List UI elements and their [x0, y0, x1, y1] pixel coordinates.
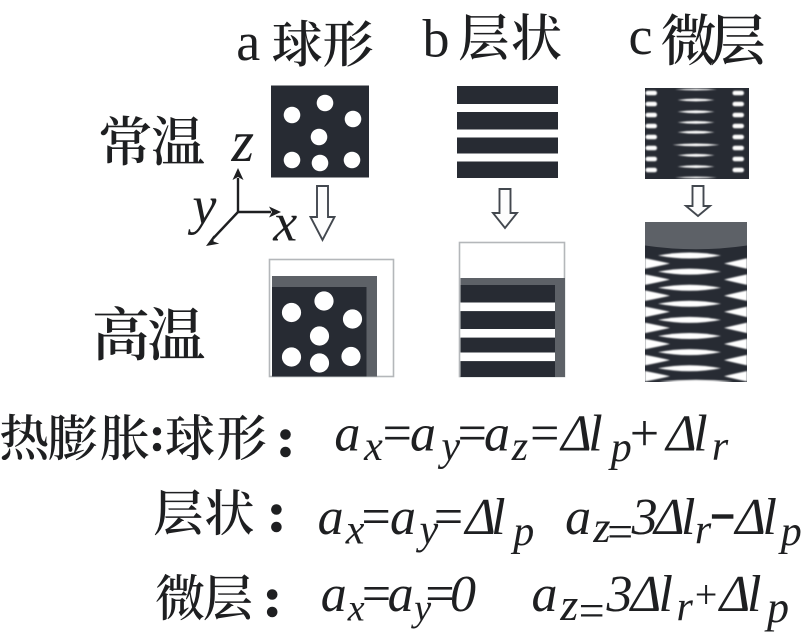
svg-text:l: l: [659, 566, 673, 623]
svg-text:=: =: [422, 566, 457, 623]
svg-text:z: z: [559, 579, 578, 630]
svg-text:l: l: [491, 489, 505, 546]
svg-text:a: a: [484, 406, 510, 463]
svg-text:z: z: [592, 503, 610, 552]
svg-text:=: =: [576, 585, 607, 635]
svg-text:y: y: [410, 588, 431, 630]
svg-text:a: a: [410, 406, 436, 463]
svg-text:=: =: [604, 506, 635, 557]
svg-text:=: =: [379, 406, 414, 463]
svg-text:b: b: [423, 9, 450, 69]
svg-text:p: p: [510, 509, 534, 555]
svg-text:r: r: [712, 424, 729, 470]
svg-text:Δ: Δ: [463, 489, 496, 546]
svg-text:p: p: [778, 509, 802, 555]
svg-text:l: l: [747, 566, 761, 623]
svg-text:3: 3: [631, 489, 658, 546]
svg-text:a: a: [390, 489, 416, 546]
svg-text:x: x: [272, 193, 297, 253]
svg-text:a: a: [565, 489, 591, 546]
svg-text:0: 0: [450, 566, 476, 623]
svg-text:p: p: [764, 583, 789, 632]
svg-text:=: =: [359, 566, 394, 623]
svg-text:l: l: [681, 489, 695, 546]
svg-text:=: =: [527, 406, 562, 463]
svg-text:+: +: [627, 406, 662, 463]
svg-text:z: z: [231, 109, 255, 174]
svg-text:a: a: [334, 406, 360, 463]
svg-text:Δ: Δ: [733, 489, 766, 546]
svg-text:r: r: [677, 585, 694, 631]
svg-text:a: a: [236, 12, 260, 72]
svg-text:y: y: [437, 424, 460, 470]
svg-text:l: l: [588, 406, 602, 463]
svg-text:a: a: [388, 566, 414, 623]
svg-text:x: x: [363, 424, 383, 470]
svg-text:r: r: [695, 508, 712, 554]
svg-text:l: l: [693, 406, 707, 463]
svg-text:=: =: [358, 489, 393, 546]
svg-text:=: =: [454, 406, 489, 463]
svg-text:x: x: [345, 508, 365, 554]
svg-text:a: a: [532, 566, 558, 623]
svg-text:p: p: [608, 425, 632, 471]
svg-text:Δ: Δ: [559, 406, 592, 463]
svg-text:Δ: Δ: [629, 566, 662, 623]
svg-text:x: x: [347, 588, 365, 630]
svg-text:y: y: [416, 508, 439, 554]
svg-text:=: =: [431, 489, 466, 546]
svg-text:Δ: Δ: [718, 566, 751, 623]
svg-text:z: z: [511, 424, 528, 470]
svg-text:+: +: [692, 572, 719, 617]
svg-text:y: y: [187, 176, 216, 236]
svg-text:c: c: [629, 6, 653, 66]
svg-text:3: 3: [606, 566, 633, 623]
svg-text:a: a: [318, 489, 344, 546]
svg-text:l: l: [763, 489, 777, 546]
svg-text:a: a: [321, 566, 347, 623]
svg-text:Δ: Δ: [664, 406, 697, 463]
svg-text:Δ: Δ: [652, 489, 685, 546]
